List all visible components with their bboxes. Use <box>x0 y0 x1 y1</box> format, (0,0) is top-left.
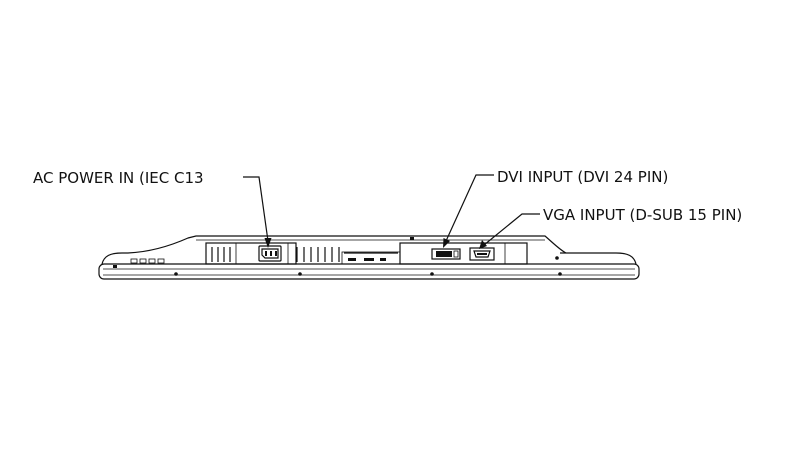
screw-hole-icon <box>298 272 302 276</box>
screw-hole-icon <box>430 272 434 276</box>
leader-ac-power <box>243 176 272 248</box>
callout-dvi-label: DVI INPUT (DVI 24 PIN) <box>497 168 668 186</box>
callout-vga-label: VGA INPUT (D-SUB 15 PIN) <box>543 206 742 224</box>
rear-housing <box>127 235 567 265</box>
leader-vga <box>479 213 540 249</box>
button-2-icon <box>130 258 138 264</box>
screw-hole-icon <box>558 272 562 276</box>
vent-slots <box>211 247 340 262</box>
screw-hole-icon <box>174 272 178 276</box>
dvi-connector <box>431 248 461 260</box>
ac-power-connector <box>258 245 282 262</box>
leader-dvi <box>443 174 494 248</box>
vga-connector <box>469 247 495 261</box>
button-5-icon <box>157 258 165 264</box>
button-4-icon <box>148 258 156 264</box>
button-1-icon <box>113 265 117 268</box>
button-3-icon <box>139 258 147 264</box>
callout-ac-power-label: AC POWER IN (IEC C13 <box>33 169 204 187</box>
